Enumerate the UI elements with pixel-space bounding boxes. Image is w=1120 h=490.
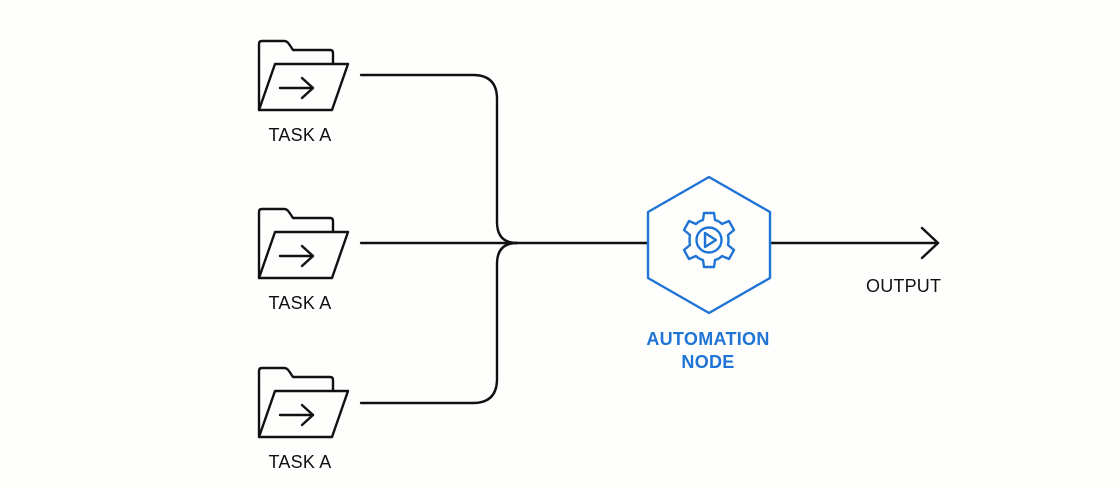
gear-play-icon: [682, 211, 736, 269]
task-label: TASK A: [268, 293, 332, 313]
arrow-right-icon: [920, 226, 940, 260]
hexagon-shape: [646, 175, 772, 315]
task-label: TASK A: [268, 452, 332, 472]
folder-arrow-icon: [257, 39, 350, 112]
task-label: TASK A: [268, 125, 332, 145]
folder-arrow-icon: [257, 207, 350, 280]
folder-arrow-icon: [257, 366, 350, 439]
connector-task-1: [359, 73, 519, 245]
connector-task-3: [359, 241, 519, 405]
output-label: OUTPUT: [866, 276, 942, 296]
node-label: AUTOMATION NODE: [608, 328, 808, 374]
automation-node: [646, 175, 772, 315]
node-label-line-1: AUTOMATION: [646, 329, 770, 349]
node-label-line-2: NODE: [681, 352, 735, 372]
